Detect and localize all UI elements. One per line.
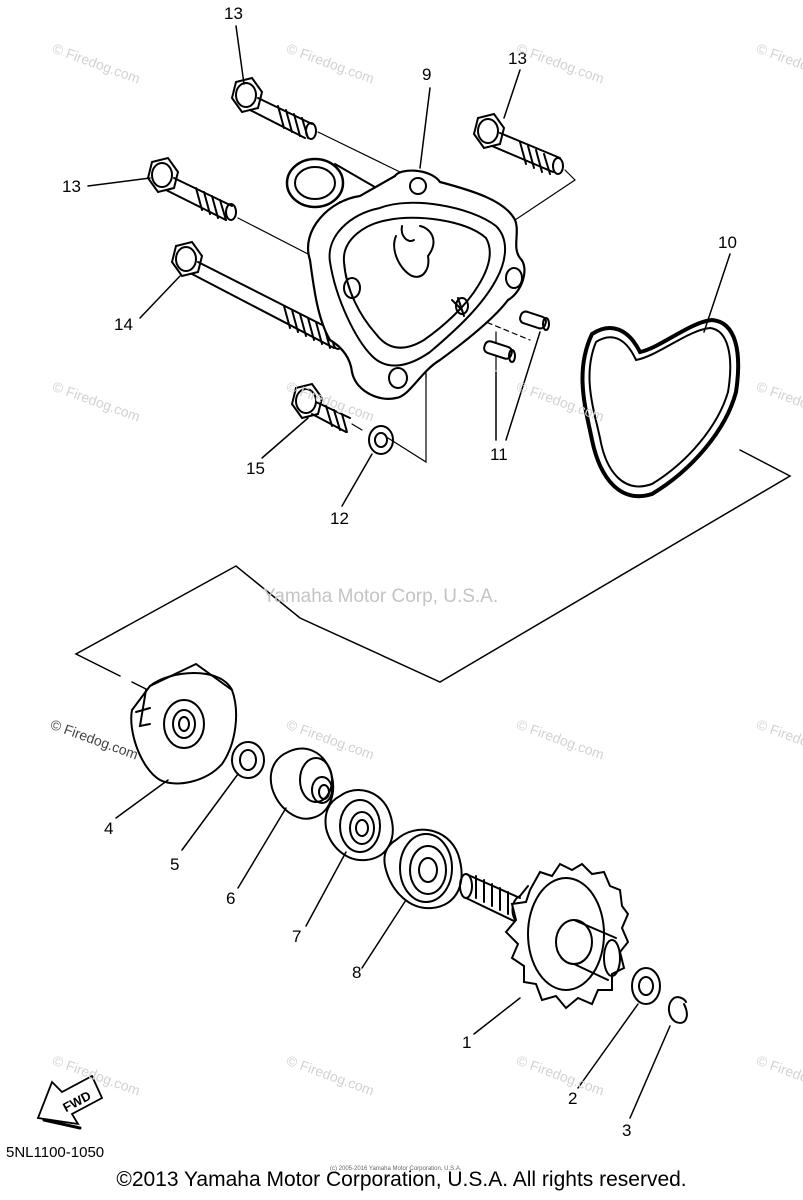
callout-9: 9 [422,65,432,84]
pump-cover [285,157,526,400]
fine-print-copyright: (c) 2005-2016 Yamaha Motor Corporation, … [330,1166,462,1172]
bolt-13-top [230,76,317,140]
callout-1: 1 [462,1033,472,1052]
callout-6: 6 [226,889,236,908]
callout-12: 12 [330,509,349,528]
assembly-bracket-lines [74,449,792,707]
bolt-15 [290,382,351,433]
callout-4: 4 [104,819,114,838]
callout-14: 14 [114,315,133,334]
bolt-13-left [146,156,237,221]
callout-2: 2 [568,1089,578,1108]
callout-13-right: 13 [508,49,527,68]
fwd-direction-arrow [36,1074,104,1130]
impeller [130,662,238,785]
oil-seal-6 [269,747,335,820]
callout-7: 7 [292,927,302,946]
washer-12 [368,425,394,455]
callout-13-left: 13 [62,177,81,196]
callout-10: 10 [718,233,737,252]
copyright-footer: ©2013 Yamaha Motor Corporation, U.S.A. A… [116,1168,687,1191]
dowel-pins [483,310,550,363]
callout-11: 11 [490,445,508,464]
watermark-yamaha: Yamaha Motor Corp, U.S.A. [263,586,499,607]
callout-8: 8 [352,963,362,982]
callout-15: 15 [246,459,265,478]
callout-5: 5 [170,855,180,874]
bolt-13-right [472,112,564,175]
mechanical-seal-7 [324,789,394,862]
o-ring-inner [588,326,732,488]
washer-5 [231,741,265,779]
bolt-14-long [170,240,344,350]
leader-lines [87,25,731,1119]
part-code: 5NL1100-1050 [6,1144,105,1161]
washer-2 [631,967,661,1005]
o-ring [580,317,741,499]
bearing-8 [383,828,463,910]
impeller-shaft-gear [459,862,630,1010]
callout-13-top: 13 [224,4,243,23]
circlip-3 [668,996,688,1024]
callout-3: 3 [622,1121,632,1140]
